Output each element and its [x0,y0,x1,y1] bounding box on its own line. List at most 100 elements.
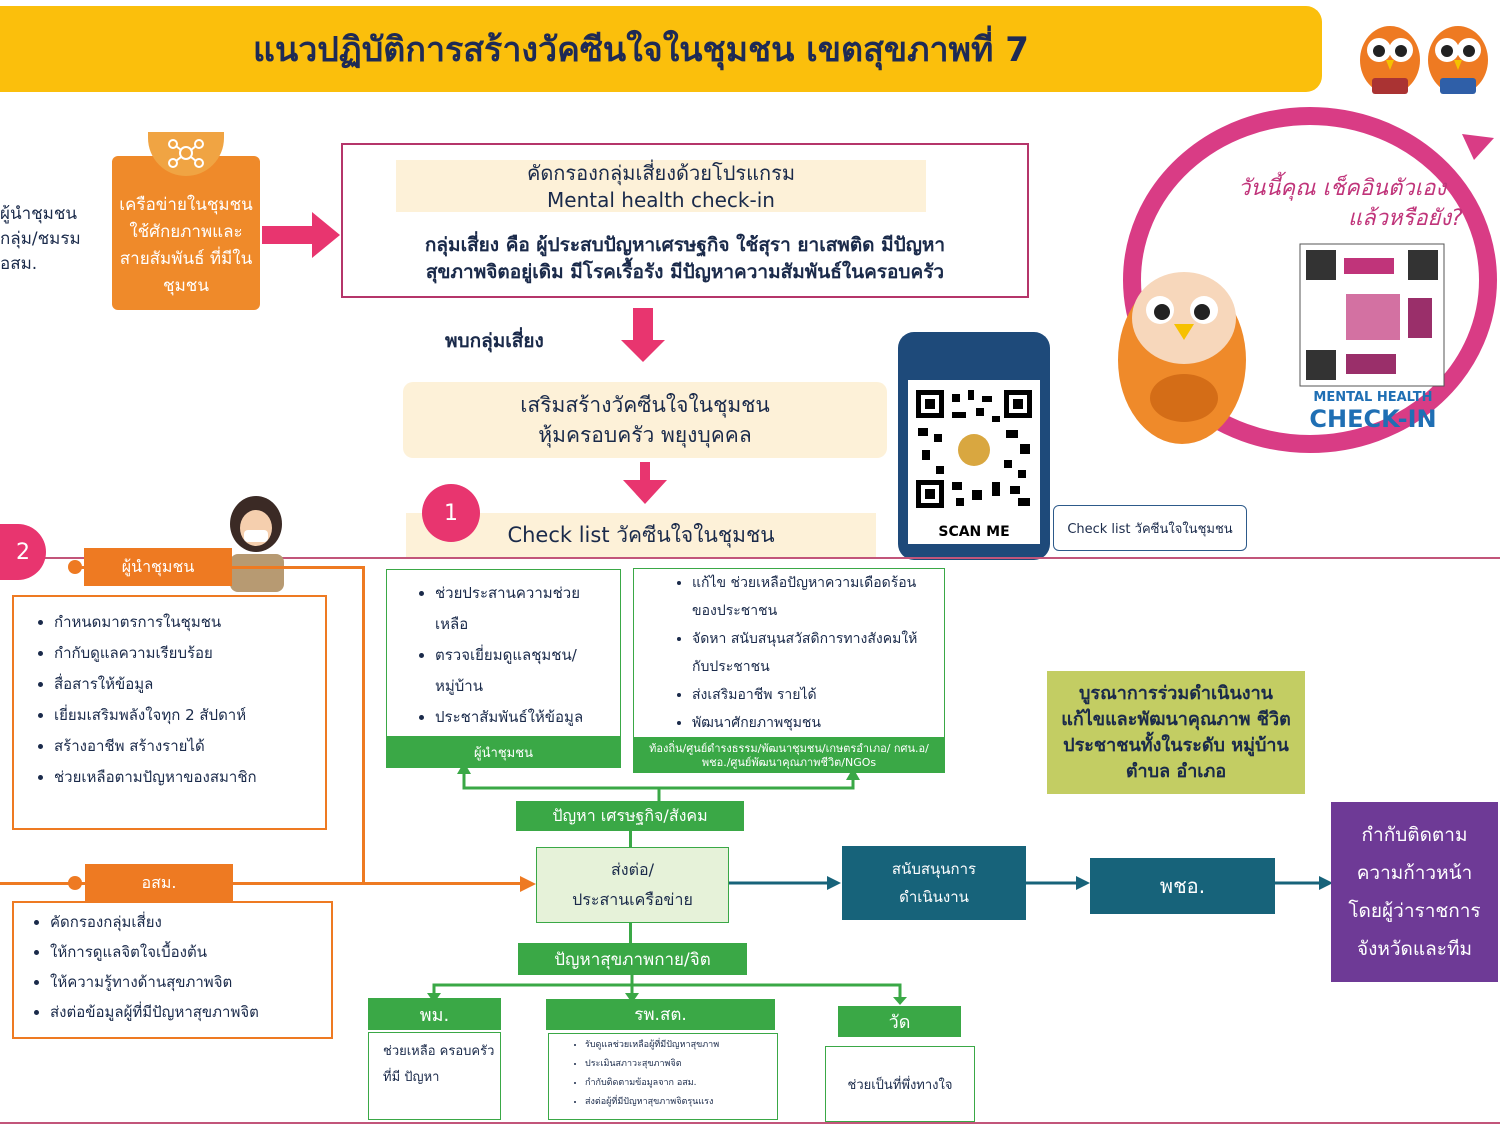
arrow-right-icon [520,876,536,892]
arrow-down-shaft [633,308,653,342]
vhv-duties-box: คัดกรองกลุ่มเสี่ยงให้การดูแลจิตใจเบื้องต… [12,901,333,1039]
strengthen-line: เสริมสร้างวัคซีนใจในชุมชน [520,393,770,417]
refer-line: ประสานเครือข่าย [572,890,693,909]
left-partial-labels: ผู้นำชุมชน กลุ่ม/ชมรม อสม. [0,202,110,277]
connector-arrows [427,975,907,1005]
rpst-item: ประเมินสภาวะสุขภาพจิต [585,1055,777,1074]
vhv-duty-item: ส่งต่อข้อมูลผู้ที่มีปัญหาสุขภาพจิต [50,997,331,1027]
promo-brand-line: MENTAL HEALTH [1313,390,1433,405]
flow-arrow-icon [1275,876,1333,890]
connector-arrows [457,762,860,804]
checklist-note: Check list วัคซีนใจในชุมชน [1053,505,1247,551]
connector-dot [68,560,82,574]
local-item: แก้ไข ช่วยเหลือปัญหาความเดือดร้อนของประช… [692,569,934,625]
refer-box: ส่งต่อ/ ประสานเครือข่าย [536,847,729,923]
leader-duty-item: สร้างอาชีพ สร้างรายได้ [54,731,325,762]
rpst-label: รพ.สต. [546,999,775,1030]
coord-box: ช่วยประสานความช่วยเหลือตรวจเยี่ยมดูแลชุม… [386,569,621,737]
pm-label: พม. [368,998,501,1030]
connector-line [629,923,632,943]
mental-health-checkin-promo [1118,107,1497,453]
step1-checklist: Check list วัคซีนใจในชุมชน [406,513,876,557]
vhv-duties-list: คัดกรองกลุ่มเสี่ยงให้การดูแลจิตใจเบื้องต… [14,907,331,1027]
arrow-down-icon [623,480,667,504]
coord-item: ประชาสัมพันธ์ให้ข้อมูล [435,702,608,733]
leader-duties-list: กำหนดมาตรการในชุมชนกำกับดูแลความเรียบร้อ… [14,607,325,793]
rpst-box: รับดูแลช่วยเหลือผู้ที่มีปัญหาสุขภาพประเม… [548,1033,778,1120]
flow-arrow-icon [1026,876,1090,890]
qr-code-icon [916,390,1032,508]
step2-badge: 2 [0,524,46,580]
strengthen-box: เสริมสร้างวัคซีนใจในชุมชน หุ้มครอบครัว พ… [403,382,887,458]
coord-list: ช่วยประสานความช่วยเหลือตรวจเยี่ยมดูแลชุม… [387,578,620,733]
econ-problem-label: ปัญหา เศรษฐกิจ/สังคม [516,801,744,831]
scan-me-label: SCAN ME [908,520,1040,544]
rpst-list: รับดูแลช่วยเหลือผู้ที่มีปัญหาสุขภาพประเม… [549,1036,777,1112]
network-icon [168,139,204,168]
divider-line [0,1122,1500,1124]
vhv-label: อสม. [85,864,233,902]
monitor-box: กำกับติดตาม ความก้าวหน้า โดยผู้ว่าราชการ… [1331,802,1498,982]
promo-line: แล้วหรือยัง? [1348,206,1463,231]
screening-heading-line: Mental health check-in [547,188,775,212]
temple-label: วัด [838,1006,961,1037]
coord-item: ตรวจเยี่ยมดูแลชุมชน/หมู่บ้าน [435,640,608,702]
connector-line [362,566,365,884]
page-title: แนวปฏิบัติการสร้างวัคซีนใจในชุมชน เขตสุข… [253,30,1029,70]
leader-duty-item: ช่วยเหลือตามปัญหาของสมาชิก [54,762,325,793]
leader-duties-box: กำหนดมาตรการในชุมชนกำกับดูแลความเรียบร้อ… [12,595,327,830]
local-item: จัดหา สนับสนุนสวัสดิการทางสังคมให้กับประ… [692,625,934,681]
screening-heading-line: คัดกรองกลุ่มเสี่ยงด้วยโปรแกรม [526,161,796,185]
screening-heading: คัดกรองกลุ่มเสี่ยงด้วยโปรแกรม Mental hea… [396,160,926,214]
promo-brand: MENTAL HEALTH CHECK-IN [1300,390,1446,433]
support-line: ดำเนินงาน [899,888,969,906]
vhv-duty-item: ให้ความรู้ทางด้านสุขภาพจิต [50,967,331,997]
leader-duty-item: กำกับดูแลความเรียบร้อย [54,638,325,669]
local-box: แก้ไข ช่วยเหลือปัญหาความเดือดร้อนของประช… [633,568,945,738]
found-risk-label: พบกลุ่มเสี่ยง [445,330,544,352]
coord-label: ผู้นำชุมชน [386,737,621,768]
flow-arrow-icon [729,876,841,890]
screening-body-line: กลุ่มเสี่ยง คือ ผู้ประสบปัญหาเศรษฐกิจ ใช… [424,234,946,256]
support-line: สนับสนุนการ [891,860,977,878]
arrow-right-icon [262,212,340,258]
arrow-down-icon [621,340,665,362]
refer-line: ส่งต่อ/ [611,860,654,879]
strengthen-line: หุ้มครอบครัว พยุงบุคคล [538,423,752,447]
left-label: ผู้นำชุมชน [0,204,78,224]
leader-duty-item: เยี่ยมเสริมพลังใจทุก 2 สัปดาห์ [54,700,325,731]
local-list: แก้ไข ช่วยเหลือปัญหาความเดือดร้อนของประช… [634,569,944,737]
promo-text: วันนี้คุณ เช็คอินตัวเอง แล้วหรือยัง? [1238,174,1478,234]
arrow-down-shaft [640,462,650,482]
temple-text: ช่วยเป็นที่พึ่งทางใจ [825,1046,975,1122]
pcho-box: พชอ. [1090,858,1275,914]
network-text: เครือข่ายในชุมชน ใช้ศักยภาพและ สายสัมพัน… [119,195,253,296]
screening-heading-bg [396,160,926,212]
integration-box: บูรณาการร่วมดำเนินงาน แก้ไขและพัฒนาคุณภา… [1047,671,1305,794]
screening-body-line: สุขภาพจิตอยู่เดิม มีโรคเรื้อรัง มีปัญหาค… [425,261,945,283]
local-label: ท้องถิ่น/ศูนย์ดำรงธรรม/พัฒนาชุมชน/เกษตรอ… [633,738,945,773]
community-leader-illustration [230,496,284,592]
left-label: อสม. [0,254,38,274]
left-label: กลุ่ม/ชมรม [0,229,81,249]
support-box: สนับสนุนการ ดำเนินงาน [842,846,1026,920]
title-banner [0,6,1322,92]
connector-line [0,882,530,885]
leader-duty-item: สื่อสารให้ข้อมูล [54,669,325,700]
leader-label: ผู้นำชุมชน [84,548,232,586]
divider-line [0,557,1500,559]
connector-line [629,831,632,847]
leader-duty-item: กำหนดมาตรการในชุมชน [54,607,325,638]
owl-mascots-logo [1360,26,1488,94]
health-problem-label: ปัญหาสุขภาพกาย/จิต [518,943,747,975]
pm-text: ช่วยเหลือ ครอบครัวที่มี ปัญหา [368,1032,501,1120]
rpst-item: กำกับติดตามข้อมูลจาก อสม. [585,1074,777,1093]
promo-brand-line: CHECK-IN [1309,405,1437,433]
screening-box [341,143,1029,298]
vhv-duty-item: คัดกรองกลุ่มเสี่ยง [50,907,331,937]
screening-body: กลุ่มเสี่ยง คือ ผู้ประสบปัญหาเศรษฐกิจ ใช… [345,232,1025,286]
rpst-item: รับดูแลช่วยเหลือผู้ที่มีปัญหาสุขภาพ [585,1036,777,1055]
local-item: ส่งเสริมอาชีพ รายได้ [692,681,934,709]
rpst-item: ส่งต่อผู้ที่มีปัญหาสุขภาพจิตรุนแรง [585,1093,777,1112]
network-box [112,156,260,310]
